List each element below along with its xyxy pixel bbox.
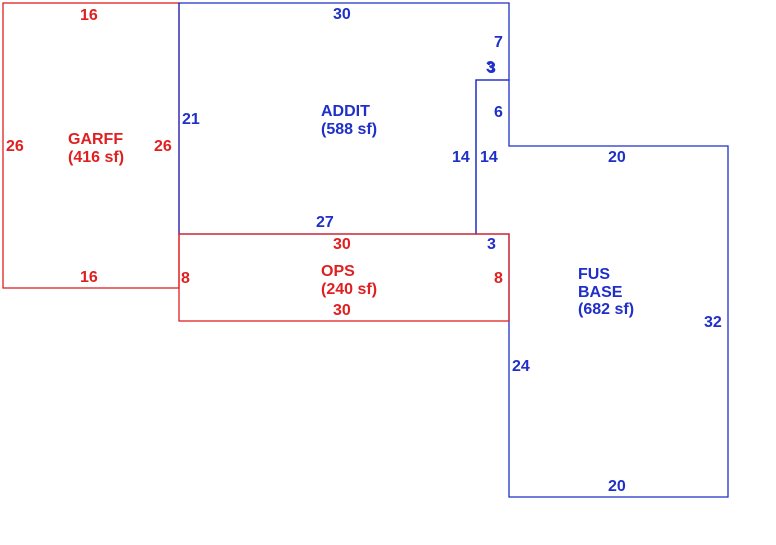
dim-addit-right-14: 14: [452, 149, 470, 166]
dim-fus-bottom: 20: [608, 478, 626, 495]
addit-area: (588 sf): [321, 121, 377, 138]
dim-addit-bottom: 27: [316, 214, 334, 231]
dim-garff-bottom: 16: [80, 269, 98, 286]
fus-name-line2: BASE: [578, 284, 623, 301]
dim-ops-right: 8: [494, 270, 503, 287]
dim-fus-step-3: 3: [487, 236, 496, 253]
dim-ops-top: 30: [333, 236, 351, 253]
dim-fus-left: 24: [512, 358, 530, 375]
dim-fus-left-14: 14: [480, 149, 498, 166]
dim-garff-right: 26: [154, 138, 172, 155]
dim-ops-bottom: 30: [333, 302, 351, 319]
dim-fus-right: 32: [704, 314, 722, 331]
dim-addit-top: 30: [333, 6, 351, 23]
fus-area: (682 sf): [578, 301, 634, 318]
dim-addit-step-3b: 3: [487, 60, 496, 77]
ops-name: OPS: [321, 263, 355, 280]
dim-fus-top: 20: [608, 149, 626, 166]
dim-garff-top: 16: [80, 7, 98, 24]
garff-name: GARFF: [68, 131, 123, 148]
garff-area: (416 sf): [68, 149, 124, 166]
dim-ops-left: 8: [181, 270, 190, 287]
dim-addit-left: 21: [182, 111, 200, 128]
dim-addit-right-7: 7: [494, 34, 503, 51]
ops-area: (240 sf): [321, 281, 377, 298]
dim-garff-left: 26: [6, 138, 24, 155]
dim-fus-6: 6: [494, 104, 503, 121]
fus-name-line1: FUS: [578, 266, 610, 283]
ops-outline: [178, 233, 510, 322]
dim-addit-step-3a: 3: [486, 59, 495, 76]
addit-name: ADDIT: [321, 103, 370, 120]
